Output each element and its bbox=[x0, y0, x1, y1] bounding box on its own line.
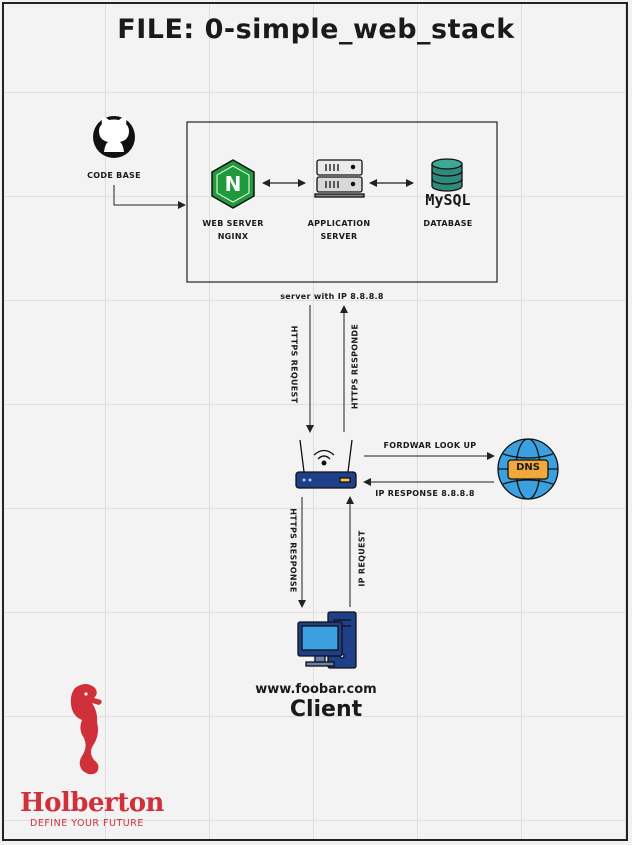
codebase-arrow bbox=[113, 185, 186, 209]
database-icon bbox=[431, 158, 463, 192]
https-request-label: HTTPS REQUEST bbox=[289, 325, 299, 404]
server-icon bbox=[314, 159, 365, 198]
webserver-label-line1: WEB SERVER bbox=[202, 219, 264, 228]
github-icon bbox=[93, 116, 135, 158]
brand-name: Holberton bbox=[20, 788, 164, 818]
computer-icon bbox=[297, 611, 357, 669]
brand-tagline: DEFINE YOUR FUTURE bbox=[30, 818, 144, 829]
server-ip-label: server with IP 8.8.8.8 bbox=[280, 292, 384, 301]
mysql-logo-text: MySQL bbox=[425, 191, 471, 209]
nginx-icon bbox=[211, 159, 255, 209]
seahorse-logo bbox=[70, 684, 102, 775]
nginx-logo-letter: N bbox=[224, 172, 242, 196]
client-domain: www.foobar.com bbox=[255, 682, 377, 697]
dns-globe-icon bbox=[497, 438, 559, 500]
server-box bbox=[186, 121, 498, 283]
dns-logo-text: DNS bbox=[516, 462, 540, 473]
ip-response-label: IP RESPONSE 8.8.8.8 bbox=[375, 489, 475, 498]
https-response-label: HTTPS RESPONSE bbox=[288, 508, 298, 593]
router-icon bbox=[295, 439, 357, 489]
diagram-title: FILE: 0-simple_web_stack bbox=[117, 14, 515, 45]
https-responde-label: HTTPS RESPONDE bbox=[350, 323, 360, 410]
appserver-label-line2: SERVER bbox=[320, 232, 358, 241]
codebase-label: CODE BASE bbox=[87, 171, 141, 180]
forward-lookup-label: FORDWAR LOOK UP bbox=[383, 441, 477, 450]
ip-request-label: IP REQUEST bbox=[357, 530, 367, 587]
client-label: Client bbox=[289, 697, 363, 722]
appserver-label-line1: APPLICATION bbox=[307, 219, 371, 228]
webserver-label-line2: NGINX bbox=[217, 232, 249, 241]
database-label: DATABASE bbox=[423, 219, 473, 228]
